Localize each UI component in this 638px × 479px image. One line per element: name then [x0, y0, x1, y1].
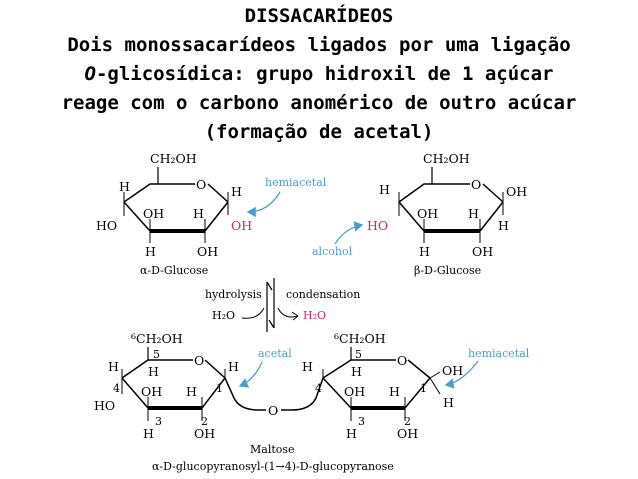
ring-oxygen: O	[194, 353, 204, 368]
oh-label: OH	[143, 206, 164, 221]
h-label: H	[498, 218, 509, 233]
oh-label: OH	[442, 363, 463, 378]
water-right-label: H₂O	[303, 309, 326, 322]
carbon-3-number: 3	[358, 415, 365, 428]
h-label: H	[419, 244, 430, 259]
oh-label: OH	[197, 244, 218, 259]
acetal-arrow	[238, 361, 263, 388]
h-label: H	[231, 184, 242, 199]
reaction-arrows: hydrolysis condensation H₂O H₂O	[205, 278, 360, 332]
ch2oh-label: CH₂OH	[423, 151, 470, 166]
beta-glucose-caption: β-D-Glucose	[414, 264, 481, 277]
maltose-caption: Maltose	[250, 443, 295, 456]
oh-label: OH	[141, 384, 162, 399]
h-label: H	[468, 206, 479, 221]
glycosidic-bond-left	[224, 377, 266, 411]
h-label: H	[186, 384, 197, 399]
h-label: H	[119, 179, 130, 194]
h-label: H	[351, 364, 362, 379]
ring-oxygen: O	[471, 177, 481, 192]
heading-line-4: (formação de acetal)	[204, 121, 434, 143]
hemiacetal-label-maltose: hemiacetal	[468, 347, 530, 360]
heading-line-2-rest: -glicosídica: grupo hidroxil de 1 açúcar	[95, 63, 554, 85]
alpha-glucose-structure: CH₂OH O H HO OH H H OH H OH α-D-Glucose	[96, 151, 252, 277]
heading-o-italic: O	[84, 63, 96, 85]
heading-title: DISSACARÍDEOS	[244, 5, 394, 27]
carbon-1-number: 1	[420, 382, 427, 395]
ch2oh-numbered-label: ⁶CH₂OH	[131, 331, 183, 346]
hemiacetal-label: hemiacetal	[265, 176, 327, 189]
ch2oh-numbered-label: ⁶CH₂OH	[334, 331, 386, 346]
maltose-right-ring: ⁶CH₂OH O 5 4 3 2 1 H OH H H OH OH H H	[302, 331, 463, 441]
h-label: H	[143, 426, 154, 441]
oh-label: OH	[194, 426, 215, 441]
alpha-glucose-caption: α-D-Glucose	[140, 264, 208, 277]
oh-label: OH	[472, 244, 493, 259]
h-label: H	[193, 206, 204, 221]
heading-line-3: reage com o carbono anomérico de outro a…	[61, 92, 577, 114]
carbon-2-number: 2	[201, 415, 208, 428]
condensation-label: condensation	[286, 288, 360, 301]
maltose-full-name: α-D-glucopyranosyl-(1→4)-D-glucopyranose	[152, 460, 394, 473]
h-label: H	[148, 364, 159, 379]
heading-line-2: O-glicosídica: grupo hidroxil de 1 açúca…	[0, 62, 638, 86]
carbon-5-number: 5	[153, 348, 160, 361]
h-label: H	[346, 426, 357, 441]
ho-alcohol-label: HO	[367, 218, 388, 233]
h-label: H	[379, 182, 390, 197]
ch2oh-label: CH₂OH	[150, 151, 197, 166]
glycosidic-bond-right	[281, 377, 324, 411]
maltose-left-ring: ⁶CH₂OH O 5 4 3 2 1 H HO OH H H OH H H	[94, 331, 239, 441]
oh-label: OH	[344, 384, 365, 399]
anomeric-oh-label: OH	[231, 218, 252, 233]
ring-oxygen: O	[397, 353, 407, 368]
acetal-label: acetal	[258, 347, 292, 360]
oh-label: OH	[506, 184, 527, 199]
ho-label: HO	[96, 218, 117, 233]
hydrolysis-label: hydrolysis	[205, 288, 262, 301]
ring-oxygen: O	[196, 177, 206, 192]
h-label: H	[302, 359, 313, 374]
beta-glucose-structure: CH₂OH O H HO OH H H OH OH H β-D-Glucose	[367, 151, 527, 277]
hemiacetal-arrow	[246, 191, 281, 218]
oh-label: OH	[397, 426, 418, 441]
carbon-1-number: 1	[216, 382, 223, 395]
alcohol-arrow	[334, 221, 364, 245]
water-left-label: H₂O	[212, 309, 235, 322]
carbon-2-number: 2	[404, 415, 411, 428]
carbon-4-number: 4	[315, 382, 322, 395]
oh-label: OH	[417, 206, 438, 221]
h-label: H	[108, 359, 119, 374]
h-label: H	[228, 359, 239, 374]
heading-line-1: Dois monossacarídeos ligados por uma lig…	[67, 34, 571, 56]
h-label: H	[443, 395, 454, 410]
h-label: H	[389, 384, 400, 399]
carbon-4-number: 4	[113, 382, 120, 395]
carbon-5-number: 5	[355, 348, 362, 361]
glycosidic-oxygen: O	[268, 403, 278, 418]
carbon-3-number: 3	[155, 415, 162, 428]
alcohol-label: alcohol	[312, 245, 353, 258]
ho-label: HO	[94, 398, 115, 413]
hemiacetal-arrow-maltose	[444, 360, 479, 389]
h-label: H	[145, 244, 156, 259]
